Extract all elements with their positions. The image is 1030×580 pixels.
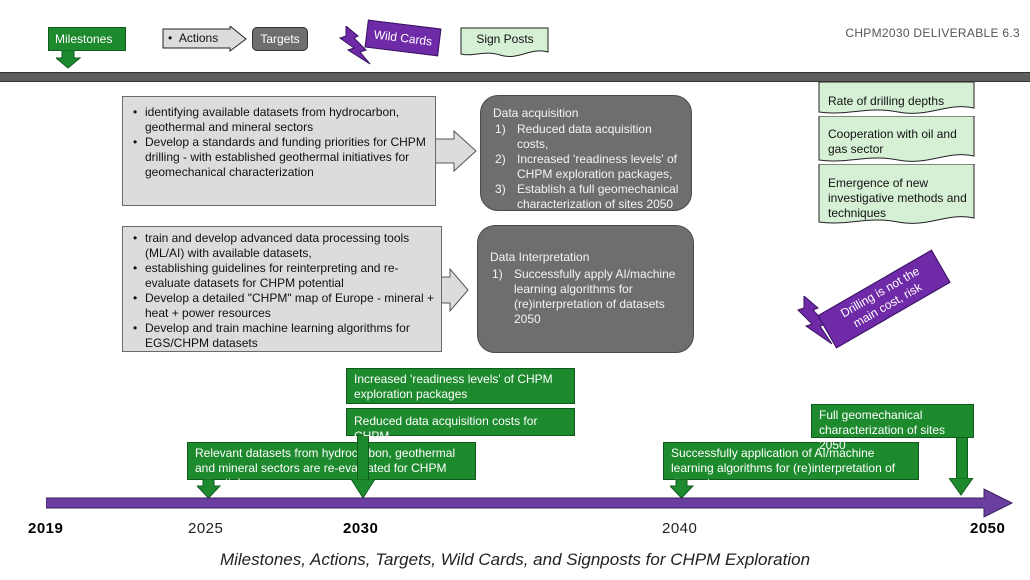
list-item: train and develop advanced data processi… <box>133 231 435 261</box>
caption: Milestones, Actions, Targets, Wild Cards… <box>219 550 811 569</box>
target-list-2: Successfully apply AI/machine learning a… <box>490 267 681 327</box>
legend-actions-bullet: • <box>168 31 179 45</box>
signpost-3: Emergence of new investigative methods a… <box>828 176 967 220</box>
legend-targets-label: Targets <box>260 32 300 46</box>
milestone-2040-arrow-icon <box>670 479 694 499</box>
milestone-2030-stem <box>357 436 369 481</box>
legend-lightning-icon <box>338 26 371 65</box>
legend-targets: Targets <box>252 27 308 51</box>
signpost-3-shape <box>818 164 975 224</box>
deliverable-label: CHPM2030 DELIVERABLE 6.3 <box>845 26 1020 40</box>
legend-wild-cards-label: Wild Cards <box>373 27 433 49</box>
action-list-1: identifying available datasets from hydr… <box>129 105 429 180</box>
action-list-2: train and develop advanced data processi… <box>129 231 435 351</box>
list-item: Develop a detailed "CHPM" map of Europe … <box>133 291 435 321</box>
list-item: Reduced data acquisition costs, <box>495 122 652 151</box>
list-item: establishing guidelines for reinterpreti… <box>133 261 435 291</box>
legend-actions-shape <box>162 26 247 52</box>
milestone-2025-arrow-icon <box>197 479 221 499</box>
header-bar <box>0 72 1030 82</box>
milestone-2030-mid-label: Reduced data acquisition costs for CHPM <box>354 414 538 443</box>
list-item: Establish a full geomechanical character… <box>495 182 679 211</box>
wildcard-box: Drilling is not the main cost, risk anym… <box>817 249 951 349</box>
legend-signposts-shape <box>460 27 549 57</box>
list-item: Develop a standards and funding prioriti… <box>133 135 429 180</box>
action-arrow-1 <box>432 130 477 172</box>
signpost-2: Cooperation with oil and gas sector <box>828 127 957 156</box>
legend-milestones: Milestones <box>48 27 126 51</box>
legend-sign-posts-label: Sign Posts <box>476 32 534 46</box>
milestone-2025: Relevant datasets from hydrocarbon, geot… <box>187 442 476 490</box>
target-box-1: Data acquisition Reduced data acquisitio… <box>480 95 692 211</box>
year-2030: 2030 <box>343 520 379 537</box>
milestone-2050: Full geomechanical characterization of s… <box>811 404 974 452</box>
year-2040: 2040 <box>662 520 698 537</box>
signpost-2-shape <box>818 116 975 162</box>
list-item: identifying available datasets from hydr… <box>133 105 429 135</box>
legend-wild-cards: Wild Cards <box>364 19 442 57</box>
wildcard-label: Drilling is not the main cost, risk anym… <box>838 263 925 336</box>
legend-actions: • Actions <box>168 31 218 45</box>
legend-sign-posts: Sign Posts <box>460 32 550 46</box>
action-box-1: identifying available datasets from hydr… <box>122 96 436 206</box>
milestone-2030-top-label: Increased 'readiness levels' of CHPM exp… <box>354 372 553 401</box>
target-title-2: Data Interpretation <box>490 250 590 264</box>
milestone-2040-label: Successfully application of AI/machine l… <box>671 446 896 490</box>
milestone-2030-arrow-icon <box>351 479 376 499</box>
year-2025: 2025 <box>188 520 224 537</box>
target-list-1: Reduced data acquisition costs, Increase… <box>493 122 679 212</box>
signpost-1-shape <box>818 82 975 114</box>
list-item: Develop and train machine learning algor… <box>133 321 435 351</box>
wildcard-lightning-icon <box>797 296 833 345</box>
legend-milestones-label: Milestones <box>55 32 113 46</box>
year-2050: 2050 <box>970 520 1006 537</box>
year-2019: 2019 <box>28 520 64 537</box>
milestone-2050-label: Full geomechanical characterization of s… <box>819 408 946 452</box>
action-arrow-2 <box>438 268 469 312</box>
milestone-2050-arrow-icon <box>949 478 974 496</box>
legend-milestones-arrow-icon <box>56 50 82 69</box>
list-item: Increased 'readiness levels' of CHPM exp… <box>495 152 678 181</box>
legend: Milestones • Actions Targets Wild Cards … <box>0 0 1030 70</box>
milestone-2025-label: Relevant datasets from hydrocarbon, geot… <box>195 446 456 490</box>
target-box-2: Data Interpretation Successfully apply A… <box>477 225 694 353</box>
timeline-arrow <box>46 488 1014 518</box>
target-title-1: Data acquisition <box>493 106 579 120</box>
milestone-2030-mid: Reduced data acquisition costs for CHPM <box>346 408 575 443</box>
action-box-2: train and develop advanced data processi… <box>122 226 442 352</box>
legend-actions-label: Actions <box>178 31 219 45</box>
signpost-1: Rate of drilling depths <box>828 94 945 108</box>
milestone-2040: Successfully application of AI/machine l… <box>663 442 919 490</box>
list-item: Successfully apply AI/machine learning a… <box>492 267 676 326</box>
milestone-2050-stem <box>956 438 968 480</box>
milestone-2030-top: Increased 'readiness levels' of CHPM exp… <box>346 368 575 404</box>
